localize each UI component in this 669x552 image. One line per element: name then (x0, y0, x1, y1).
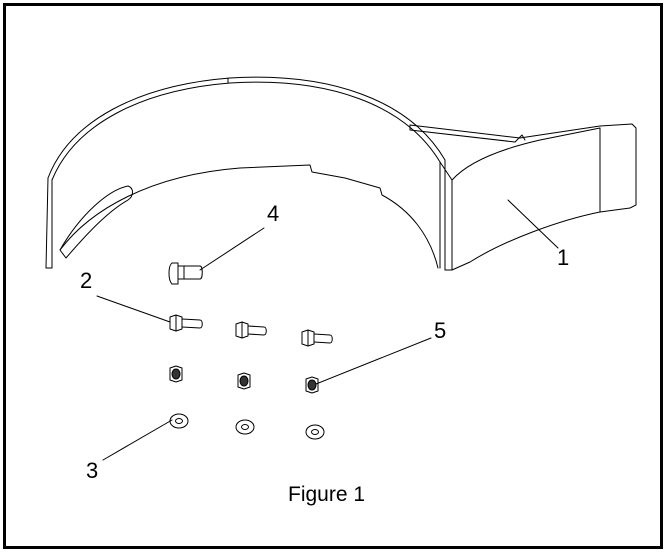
leader-lines (96, 199, 559, 461)
part-2-hex-bolts (169, 314, 333, 347)
washer-1 (169, 413, 189, 429)
lock-nut-1 (169, 365, 183, 383)
callout-4: 4 (267, 201, 280, 226)
part-3-washers (169, 413, 325, 440)
part-4-carriage-bolt (168, 262, 203, 285)
part-5-lock-nuts (169, 365, 319, 394)
lock-nut-2 (237, 372, 251, 390)
part-1-deflector-chute (45, 76, 637, 271)
figure-frame (3, 3, 663, 549)
leader-line-5 (315, 337, 432, 385)
leader-line-3 (102, 419, 173, 461)
callout-5: 5 (434, 318, 447, 343)
leader-line-4 (199, 227, 265, 271)
callout-3: 3 (86, 458, 99, 483)
callout-2: 2 (80, 268, 93, 293)
leader-line-1 (507, 199, 559, 249)
hex-bolt-3 (301, 329, 333, 347)
hex-bolt-2 (235, 321, 267, 339)
leader-line-2 (96, 295, 171, 323)
lock-nut-3 (305, 376, 319, 394)
washer-2 (235, 419, 255, 435)
figure-caption: Figure 1 (288, 483, 366, 506)
washer-3 (305, 424, 325, 440)
hex-bolt-1 (169, 314, 203, 332)
callout-1: 1 (557, 245, 570, 270)
